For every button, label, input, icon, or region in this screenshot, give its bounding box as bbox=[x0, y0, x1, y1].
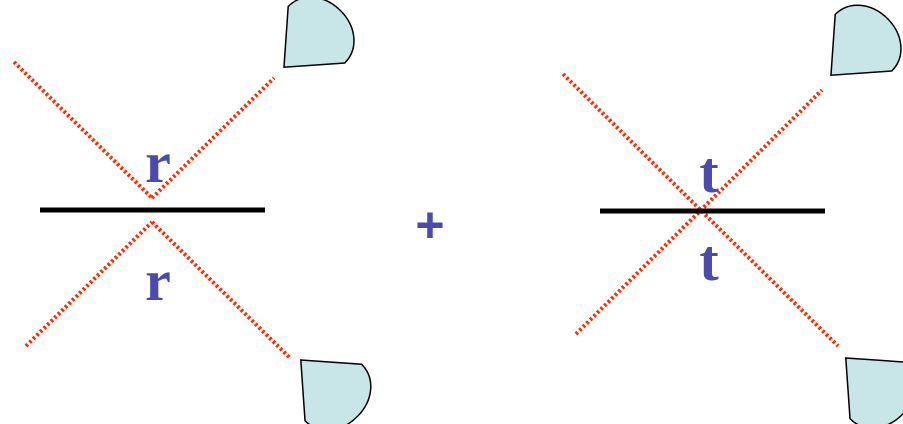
detector-icon bbox=[844, 357, 903, 424]
right-beam-diagonal-a bbox=[561, 72, 840, 348]
right-label-upper: t bbox=[699, 140, 719, 205]
left-beam-lower-right bbox=[150, 220, 292, 360]
left-beam-lower-left bbox=[24, 220, 154, 348]
left-beam-upper-left bbox=[12, 60, 154, 200]
detector-icon bbox=[299, 359, 372, 424]
left-beam-upper-right bbox=[150, 76, 276, 200]
right-panel-transmission: t t bbox=[561, 4, 903, 424]
left-label-upper: r bbox=[145, 130, 171, 195]
right-label-lower: t bbox=[699, 228, 719, 293]
left-panel-reflection: r r bbox=[12, 0, 372, 424]
left-label-lower: r bbox=[145, 248, 171, 313]
plus-operator: + bbox=[415, 197, 444, 253]
detector-icon bbox=[283, 0, 355, 69]
detector-icon bbox=[830, 4, 902, 77]
